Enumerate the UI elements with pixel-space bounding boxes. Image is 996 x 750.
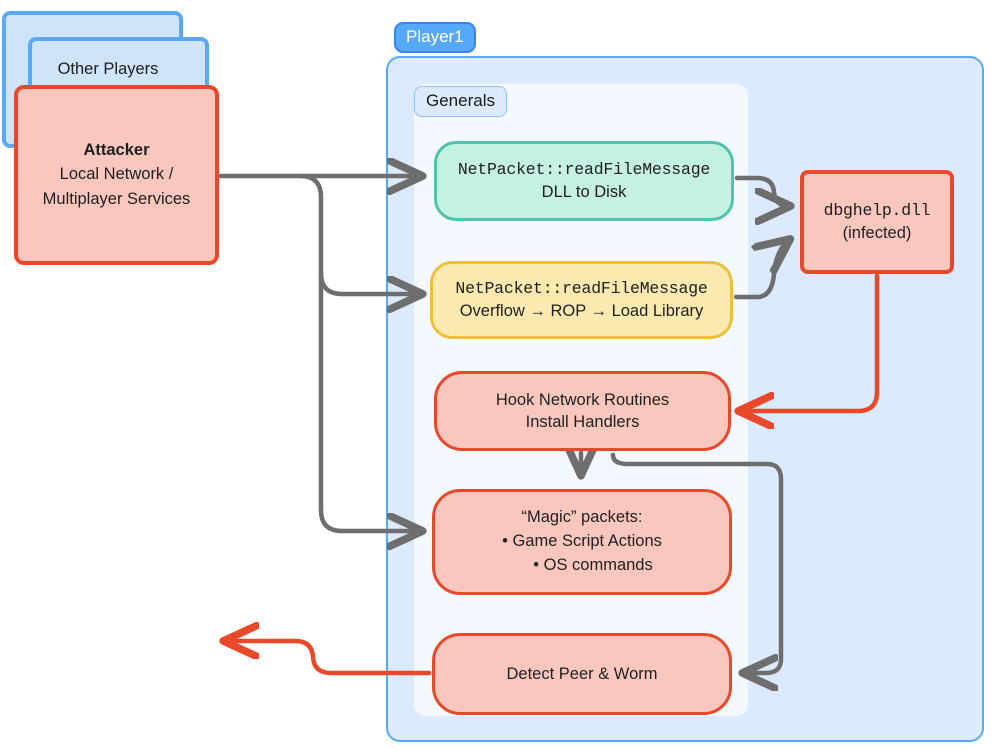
node-readfilemessage-dll-to-disk[interactable]: NetPacket::readFileMessage DLL to Disk <box>434 141 734 221</box>
attacker-line3: Multiplayer Services <box>42 189 191 208</box>
magic-bullet-1: • Game Script Actions <box>502 532 662 551</box>
dbghelp-code: dbghelp.dll <box>823 200 931 220</box>
hook-line2: Install Handlers <box>525 413 640 431</box>
magic-title: “Magic” packets: <box>521 508 643 527</box>
node-dbghelp-dll[interactable]: dbghelp.dll (infected) <box>800 170 954 274</box>
readfilemessage-overflow-detail: Overflow → ROP → Load Library <box>459 301 704 320</box>
attacker-line2: Local Network / <box>59 165 174 184</box>
readfilemessage-disk-detail: DLL to Disk <box>541 182 627 201</box>
attacker-title: Attacker <box>83 141 150 160</box>
other-players-label: Other Players <box>57 60 159 78</box>
magic-bullet-2: • OS commands <box>533 555 653 574</box>
node-hook-network-routines[interactable]: Hook Network Routines Install Handlers <box>434 371 731 451</box>
node-attacker[interactable]: Attacker Local Network / Multiplayer Ser… <box>14 85 219 265</box>
node-detect-peer-and-worm[interactable]: Detect Peer & Worm <box>432 633 732 715</box>
hook-line1: Hook Network Routines <box>495 390 670 409</box>
edge-attacker-branch-trunk <box>297 173 345 534</box>
node-readfilemessage-overflow[interactable]: NetPacket::readFileMessage Overflow → RO… <box>430 261 733 339</box>
node-magic-packets[interactable]: “Magic” packets: • Game Script Actions •… <box>432 489 732 595</box>
readfilemessage-disk-code: NetPacket::readFileMessage <box>457 159 711 179</box>
dbghelp-detail: (infected) <box>842 223 912 242</box>
generals-label: Generals <box>414 86 507 117</box>
player1-label: Player1 <box>394 22 476 53</box>
readfilemessage-overflow-code: NetPacket::readFileMessage <box>455 278 708 298</box>
detect-label: Detect Peer & Worm <box>506 664 658 683</box>
